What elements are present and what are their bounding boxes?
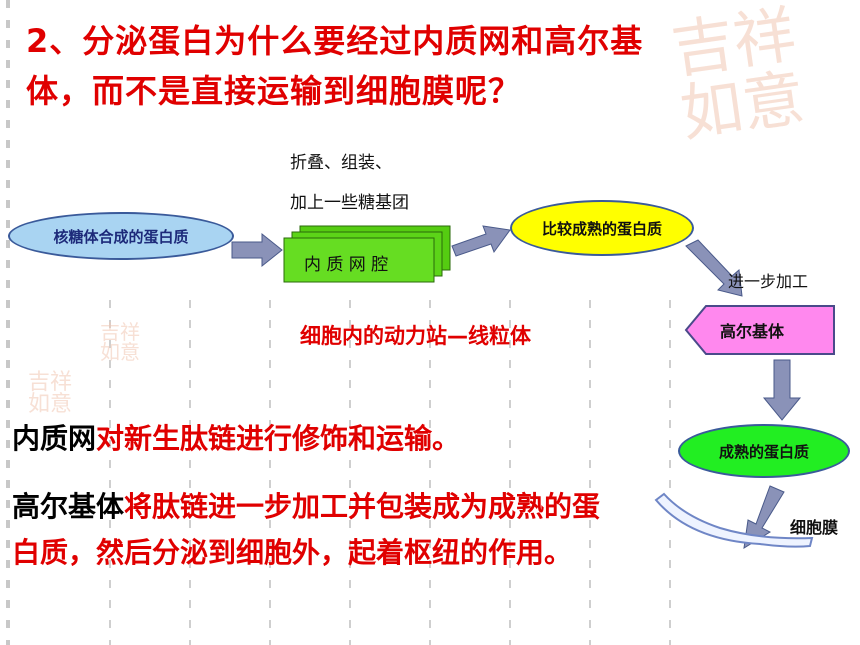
er-function: 对新生肽链进行修饰和运输。 [96, 422, 461, 455]
golgi-shape [684, 305, 835, 355]
er-shape [283, 225, 451, 283]
membrane-label: 细胞膜 [790, 518, 839, 537]
membrane-curve [654, 492, 814, 548]
seal-watermark-small-2: 吉祥如意 [28, 370, 73, 417]
term-golgi: 高尔基体 [12, 490, 125, 523]
immature-protein-node: 比较成熟的蛋白质 [510, 200, 694, 256]
page-title: 2、分泌蛋白为什么要经过内质网和高尔基体，而不是直接运输到细胞膜呢？ [26, 22, 644, 110]
golgi-label: 高尔基体 [720, 322, 785, 341]
arrow-4 [762, 359, 802, 421]
annotation-add-sugar: 加上一些糖基团 [290, 193, 409, 213]
er-label: 内 质 网 腔 [304, 255, 389, 275]
annotation-fold-assemble: 折叠、组装、 [290, 153, 392, 173]
arrow-3 [685, 239, 743, 297]
paragraph-er: 内质网对新生肽链进行修饰和运输。 [12, 416, 652, 462]
arrow-2 [451, 225, 511, 257]
seal-watermark-small-1: 吉祥如意 [100, 320, 140, 364]
left-border-dash [6, 0, 10, 645]
golgi-function: 将肽链进一步加工并包装成为成熟的蛋白质，然后分泌到细胞外，起着枢纽的作用。 [12, 490, 601, 569]
annotation-further-processing: 进一步加工 [728, 272, 809, 291]
ribosome-protein-node: 核糖体合成的蛋白质 [8, 212, 234, 260]
term-er: 内质网 [12, 422, 97, 455]
arrow-1 [231, 232, 283, 268]
mitochondria-note: 细胞内的动力站—线粒体 [300, 324, 531, 348]
mature-protein-node: 成熟的蛋白质 [678, 424, 850, 478]
paragraph-golgi: 高尔基体将肽链进一步加工并包装成为成熟的蛋白质，然后分泌到细胞外，起着枢纽的作用… [12, 484, 612, 576]
